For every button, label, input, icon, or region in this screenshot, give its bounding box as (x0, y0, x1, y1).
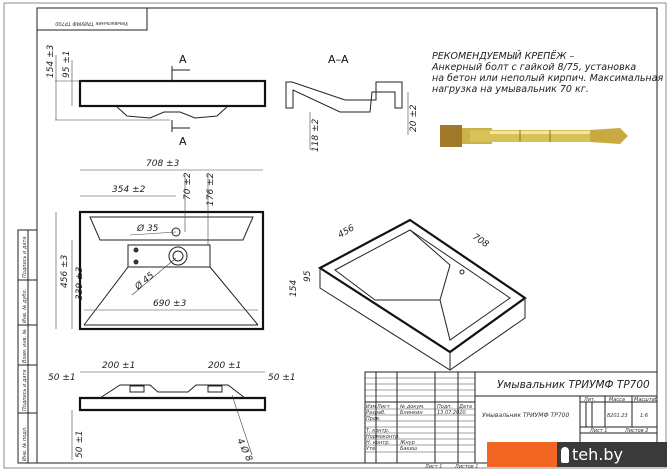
dim-half-width: 354 ±2 (112, 185, 146, 195)
watermark-orange-block (487, 442, 557, 467)
dim-bottom-span2: 200 ±1 (208, 361, 241, 371)
dim-iso-height: 154 (289, 280, 299, 297)
tb-role: Разраб. (366, 410, 386, 416)
drawing-title: Умывальник ТРИУМФ ТР700 (497, 379, 650, 391)
tb-header: Лист (376, 404, 391, 410)
dim-depth: 456 ±3 (60, 254, 70, 288)
sheet-border (3, 2, 667, 469)
dim-mount-hole: 4 Ø 8 (234, 437, 254, 464)
tb-role: Т. контр. (366, 428, 389, 434)
dim-bottom-side: 50 ±1 (75, 430, 85, 458)
side-stamp: Инв. № подл. Подпись и дата Взам. инв. №… (17, 229, 38, 464)
tb-role: Пров. (366, 416, 381, 422)
side-stamp-label: Взам. инв. № (22, 329, 28, 363)
footer-sheets: Листов 1 (454, 464, 478, 470)
bottom-view: 50 ±1 200 ±1 200 ±1 50 ±1 50 ±1 4 Ø 8 (48, 361, 296, 464)
tb-role: Н. контр. (366, 440, 390, 446)
dim-tap-hole: Ø 35 (136, 223, 159, 234)
side-stamp-label: Подпись и дата (22, 237, 28, 278)
dim-section-rim: 20 ±2 (409, 104, 419, 132)
tb-name: Бакиш (400, 446, 418, 452)
footer-sheet: Лист 1 (424, 464, 442, 470)
section-view: А–А 118 ±2 20 ±2 (285, 53, 419, 152)
tb-name: Блинкин (400, 410, 423, 416)
side-stamp-label: Инв. № дубл. (22, 289, 28, 323)
note-line: нагрузка на умывальник 70 кг. (432, 84, 589, 95)
section-marker-bottom: А (179, 135, 187, 148)
front-view: 154 ±3 95 ±1 А А (46, 44, 267, 148)
top-view: 708 ±3 354 ±2 70 ±2 176 ±2 456 ±3 339 ±3… (55, 159, 265, 331)
tb-lit-label: Лит. (583, 397, 596, 403)
dim-section-depth: 118 ±2 (311, 118, 321, 152)
section-title: А–А (328, 53, 349, 66)
note-line: на бетон или неполый кирпич. Максимальна… (432, 73, 663, 84)
dim-bowl-depth: 339 ±3 (75, 266, 85, 300)
tb-subtitle: Умывальник ТРИУМФ ТР700 (482, 412, 569, 419)
dim-width: 708 ±3 (146, 159, 180, 169)
dim-bottom-right: 50 ±1 (268, 373, 296, 383)
note-line: Анкерный болт с гайкой 8/75, установка (431, 62, 636, 73)
isometric-view: 456 708 154 95 (289, 218, 527, 371)
section-marker-top: А (179, 53, 187, 66)
side-stamp-label: Инв. № подл. (22, 427, 28, 462)
dim-front-height: 154 ±3 (46, 44, 56, 78)
tb-header: Изм (366, 404, 376, 410)
dim-iso-width: 708 (470, 232, 490, 250)
tb-sheets: Листов 2 (624, 428, 648, 434)
tb-sheet: Лист 1 (589, 428, 607, 434)
dim-bowl-width: 690 ±3 (153, 299, 187, 309)
note-heading: РЕКОМЕНДУЕМЫЙ КРЕПЁЖ – (432, 50, 574, 62)
dim-bottom-span1: 200 ±1 (102, 361, 135, 371)
tb-mass: 8201.23 (607, 413, 628, 419)
tb-scale: 1:6 (640, 413, 648, 419)
tb-mass-label: Масса (609, 397, 625, 403)
tb-header: Дата (458, 404, 472, 410)
tb-date: 13.07.2020 (437, 410, 466, 416)
corner-stamp: Умывальник ТРИУМФ ТР700 (55, 20, 128, 26)
tb-role: Нормоконтр. (366, 434, 400, 440)
tb-header: Подп. (437, 404, 452, 410)
mounting-note: РЕКОМЕНДУЕМЫЙ КРЕПЁЖ – Анкерный болт с г… (431, 50, 663, 95)
dim-hole-offset: 70 ±2 (183, 172, 193, 200)
tb-role: Утв. (366, 446, 377, 452)
watermark-text: teh.by (572, 445, 623, 464)
logo-mark-icon (561, 446, 569, 463)
teh-by-watermark: teh.by (487, 442, 667, 467)
watermark-text-block: teh.by (557, 442, 667, 467)
dim-iso-rim: 95 (303, 270, 313, 282)
dim-drain: Ø 45 (132, 270, 156, 293)
tb-header: № докум. (399, 404, 425, 410)
dim-bowl-offset: 176 ±2 (206, 172, 216, 206)
corner-stamp-box (36, 7, 148, 31)
dim-front-rim: 95 ±1 (62, 50, 72, 78)
tb-scale-label: Масштаб (634, 397, 658, 403)
anchor-bolt-image (440, 125, 628, 147)
side-stamp-label: Подпись и дата (22, 370, 28, 411)
dim-bottom-left: 50 ±1 (48, 373, 76, 383)
tb-name: Жнур (399, 440, 415, 446)
dim-iso-depth: 456 (337, 223, 357, 240)
